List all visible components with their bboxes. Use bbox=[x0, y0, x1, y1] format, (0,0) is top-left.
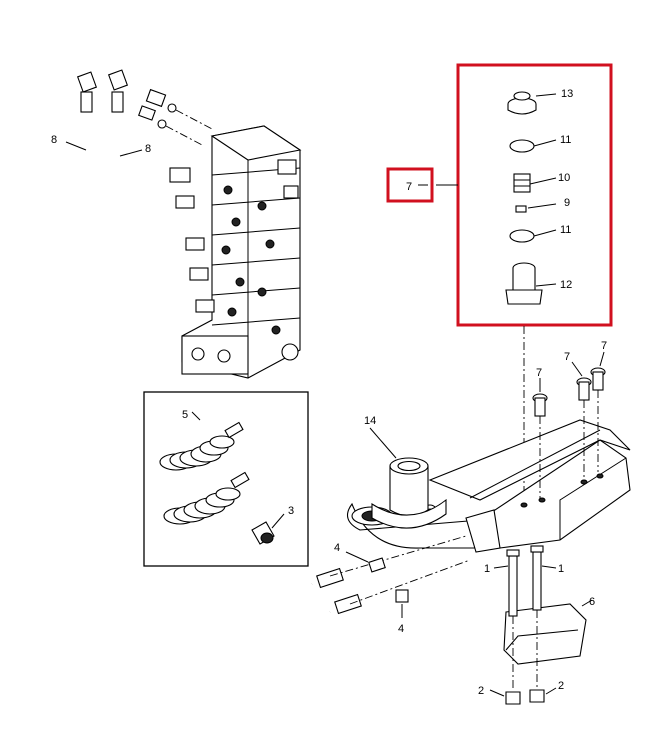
callout-2a: 2 bbox=[478, 685, 484, 697]
callout-10: 10 bbox=[558, 172, 570, 184]
leader-14 bbox=[369, 427, 397, 459]
callout-11b: 11 bbox=[560, 224, 571, 236]
callout-8b: 8 bbox=[145, 143, 151, 155]
cap-3 bbox=[251, 521, 275, 545]
callout-11a: 11 bbox=[560, 134, 571, 146]
callout-7c: 7 bbox=[601, 340, 607, 352]
callout-9: 9 bbox=[564, 197, 570, 209]
part-9 bbox=[515, 205, 527, 213]
swivel-post-14 bbox=[371, 457, 447, 529]
bolt-1b bbox=[532, 551, 542, 611]
callout-4a: 4 bbox=[334, 542, 340, 554]
coiled-hose-lower bbox=[163, 471, 250, 525]
callout-1a: 1 bbox=[484, 563, 490, 575]
fittings-4 bbox=[345, 551, 409, 618]
callout-labels: 8 8 7 13 11 10 9 11 12 7 7 7 14 5 3 4 4 … bbox=[51, 88, 607, 697]
part-13-cap bbox=[507, 91, 537, 115]
callout-6: 6 bbox=[589, 596, 595, 608]
guard-assembly bbox=[489, 545, 593, 705]
callout-8a: 8 bbox=[51, 134, 57, 146]
part-12 bbox=[505, 262, 543, 305]
nut-2b bbox=[529, 689, 545, 703]
nut-2a bbox=[505, 691, 521, 705]
callout-5: 5 bbox=[182, 409, 188, 421]
leader-8b bbox=[119, 149, 143, 157]
part-11-ring-lower bbox=[509, 229, 535, 243]
top-fittings bbox=[138, 88, 215, 147]
bolt-7b bbox=[576, 377, 592, 478]
bolts-7 bbox=[532, 351, 606, 498]
callout-13: 13 bbox=[561, 88, 573, 100]
callout-14: 14 bbox=[364, 415, 376, 427]
inset-box bbox=[143, 391, 309, 567]
highlight-group bbox=[386, 63, 613, 327]
bolt-1a bbox=[508, 555, 518, 617]
hydraulic-hoses bbox=[76, 69, 362, 672]
callout-2b: 2 bbox=[558, 680, 564, 692]
coiled-hose-upper bbox=[159, 421, 244, 471]
callout-7a: 7 bbox=[536, 367, 542, 379]
part-11-ring-upper bbox=[509, 139, 535, 153]
bolt-7c bbox=[590, 367, 606, 472]
callout-1b: 1 bbox=[558, 563, 564, 575]
callout-4b: 4 bbox=[398, 623, 404, 635]
callout-7-main: 7 bbox=[406, 181, 412, 193]
part-10 bbox=[513, 173, 531, 193]
callout-7b: 7 bbox=[564, 351, 570, 363]
callout-12: 12 bbox=[560, 279, 572, 291]
control-valve-block bbox=[169, 125, 302, 379]
leader-8a bbox=[65, 141, 87, 151]
bolt-7a bbox=[532, 393, 548, 498]
callout-3: 3 bbox=[288, 505, 294, 517]
